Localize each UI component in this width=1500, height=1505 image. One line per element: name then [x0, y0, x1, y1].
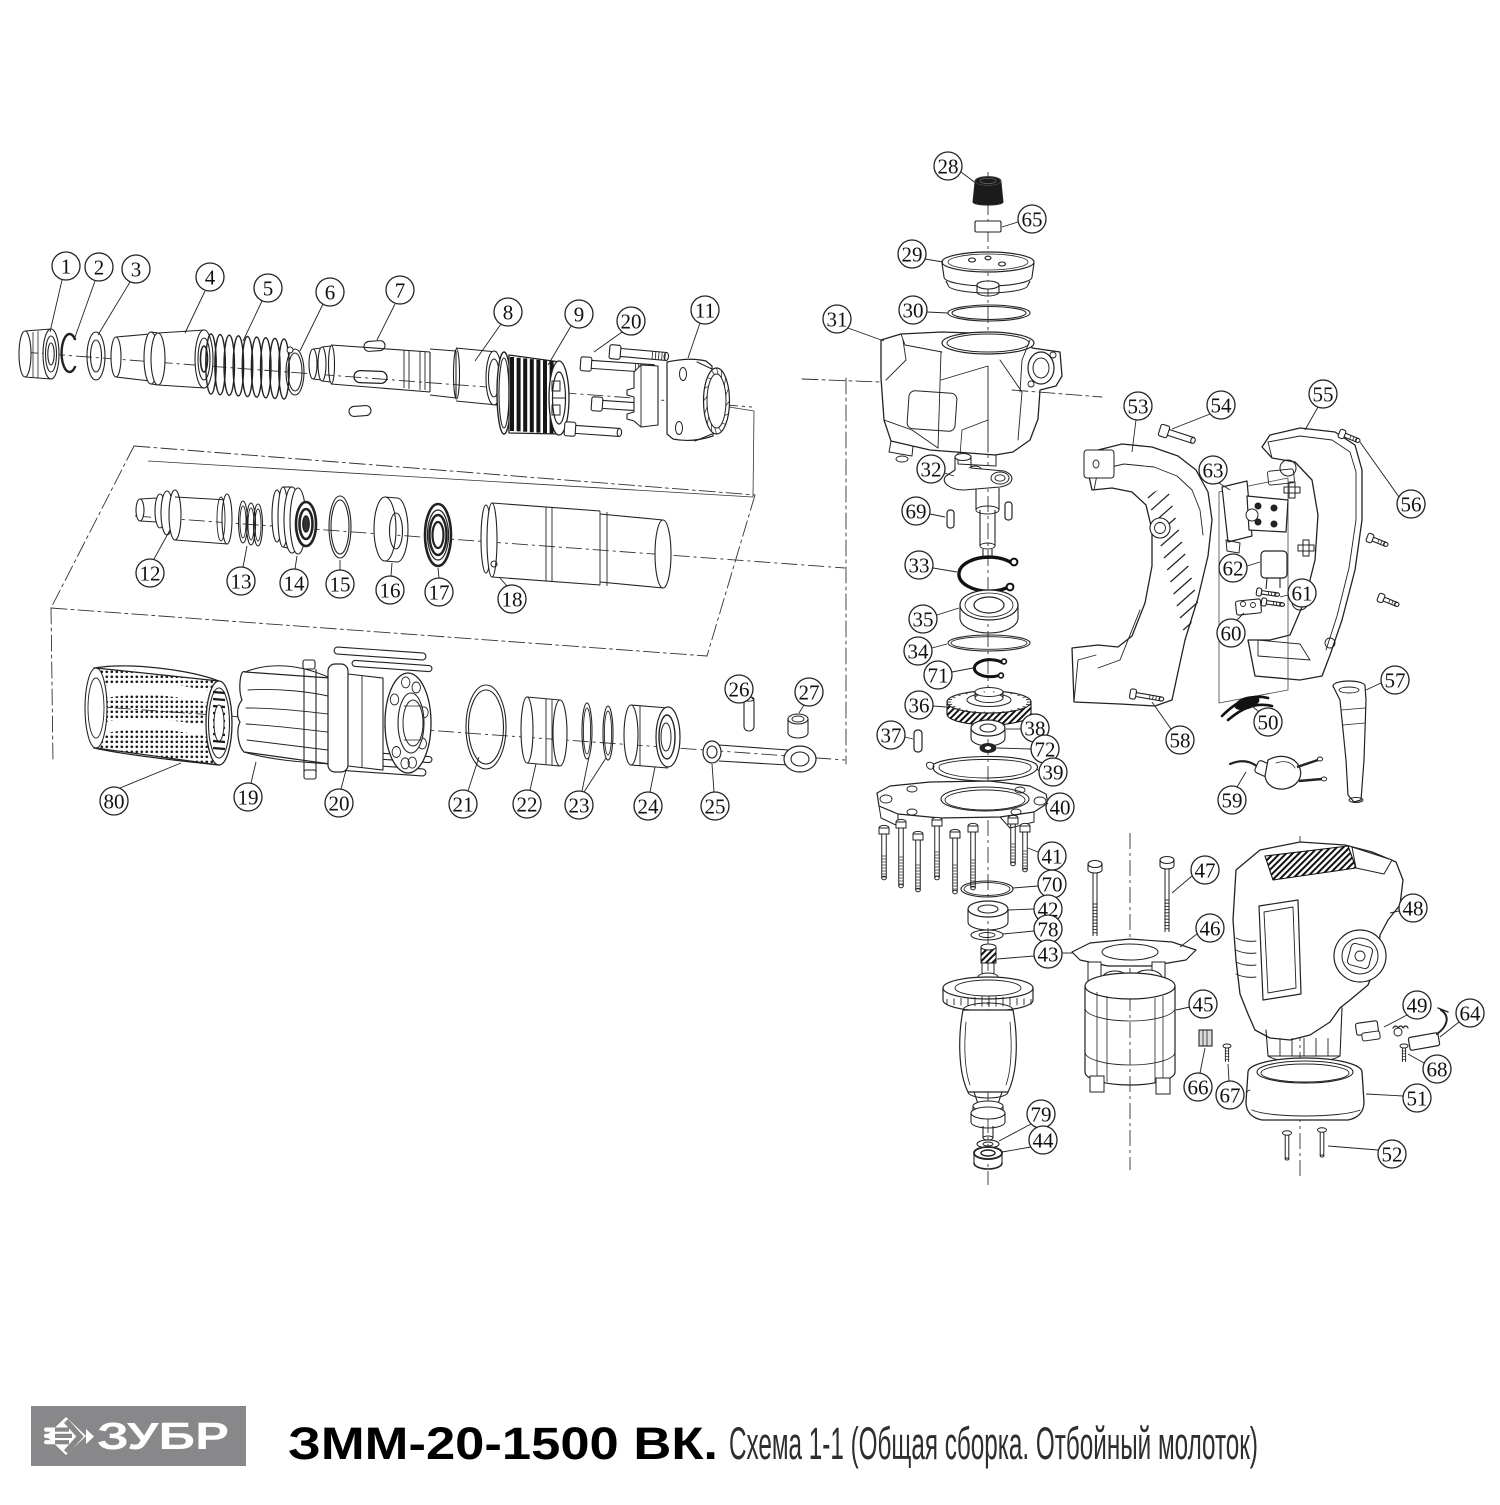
- svg-text:21: 21: [453, 793, 474, 817]
- svg-text:51: 51: [1407, 1087, 1428, 1111]
- svg-text:47: 47: [1195, 859, 1216, 883]
- svg-text:79: 79: [1031, 1103, 1052, 1127]
- svg-text:8: 8: [503, 301, 514, 325]
- svg-text:57: 57: [1385, 669, 1406, 693]
- svg-text:69: 69: [906, 500, 927, 524]
- svg-text:62: 62: [1223, 557, 1244, 581]
- svg-text:43: 43: [1038, 943, 1059, 967]
- svg-text:4: 4: [205, 266, 216, 290]
- svg-text:20: 20: [329, 792, 350, 816]
- svg-text:64: 64: [1460, 1002, 1482, 1026]
- svg-text:22: 22: [517, 793, 538, 817]
- svg-text:48: 48: [1403, 897, 1424, 921]
- svg-text:54: 54: [1211, 394, 1233, 418]
- svg-text:16: 16: [380, 579, 401, 603]
- svg-text:68: 68: [1427, 1058, 1448, 1082]
- svg-text:6: 6: [325, 281, 336, 305]
- svg-text:19: 19: [238, 786, 259, 810]
- svg-text:41: 41: [1042, 845, 1063, 869]
- svg-text:44: 44: [1033, 1129, 1055, 1153]
- svg-text:56: 56: [1401, 493, 1422, 517]
- svg-text:37: 37: [881, 724, 902, 748]
- svg-text:35: 35: [913, 608, 934, 632]
- svg-text:50: 50: [1258, 711, 1279, 735]
- svg-text:34: 34: [908, 640, 930, 664]
- svg-text:24: 24: [638, 795, 660, 819]
- svg-text:12: 12: [140, 562, 161, 586]
- svg-text:36: 36: [909, 694, 930, 718]
- svg-text:59: 59: [1222, 789, 1243, 813]
- svg-text:Схема 1-1 (Общая сборка. Отбой: Схема 1-1 (Общая сборка. Отбойный молото…: [729, 1418, 1258, 1469]
- svg-text:28: 28: [938, 155, 959, 179]
- svg-text:70: 70: [1042, 873, 1063, 897]
- svg-text:45: 45: [1193, 993, 1214, 1017]
- svg-text:65: 65: [1022, 208, 1043, 232]
- svg-text:9: 9: [574, 303, 585, 327]
- svg-text:5: 5: [263, 277, 274, 301]
- svg-text:20: 20: [621, 310, 642, 334]
- svg-text:18: 18: [502, 588, 523, 612]
- svg-text:15: 15: [330, 573, 351, 597]
- svg-text:13: 13: [231, 570, 252, 594]
- svg-text:33: 33: [909, 554, 930, 578]
- svg-text:27: 27: [799, 681, 820, 705]
- svg-text:ЗММ-20-1500 ВК.: ЗММ-20-1500 ВК.: [288, 1418, 718, 1469]
- svg-text:25: 25: [705, 795, 726, 819]
- svg-text:39: 39: [1043, 761, 1064, 785]
- svg-text:14: 14: [284, 572, 306, 596]
- svg-text:58: 58: [1170, 729, 1191, 753]
- svg-text:78: 78: [1038, 918, 1059, 942]
- svg-text:11: 11: [695, 299, 715, 323]
- svg-text:29: 29: [902, 243, 923, 267]
- svg-text:53: 53: [1128, 395, 1149, 419]
- svg-text:46: 46: [1200, 917, 1221, 941]
- svg-text:67: 67: [1220, 1084, 1241, 1108]
- svg-text:1: 1: [61, 255, 72, 279]
- svg-text:71: 71: [928, 664, 949, 688]
- svg-text:23: 23: [569, 794, 590, 818]
- svg-text:26: 26: [729, 678, 750, 702]
- svg-text:55: 55: [1313, 383, 1334, 407]
- svg-text:32: 32: [921, 458, 942, 482]
- svg-text:30: 30: [903, 299, 924, 323]
- svg-text:7: 7: [395, 279, 406, 303]
- svg-text:31: 31: [827, 308, 848, 332]
- svg-text:80: 80: [104, 790, 125, 814]
- svg-text:60: 60: [1221, 622, 1242, 646]
- svg-text:52: 52: [1382, 1143, 1403, 1167]
- svg-text:ЗУБР: ЗУБР: [97, 1416, 229, 1458]
- svg-text:2: 2: [94, 256, 105, 280]
- svg-text:63: 63: [1203, 459, 1224, 483]
- svg-text:17: 17: [429, 581, 450, 605]
- svg-text:49: 49: [1407, 994, 1428, 1018]
- svg-text:61: 61: [1292, 582, 1313, 606]
- svg-text:3: 3: [131, 258, 142, 282]
- svg-text:40: 40: [1050, 796, 1071, 820]
- svg-text:66: 66: [1188, 1076, 1209, 1100]
